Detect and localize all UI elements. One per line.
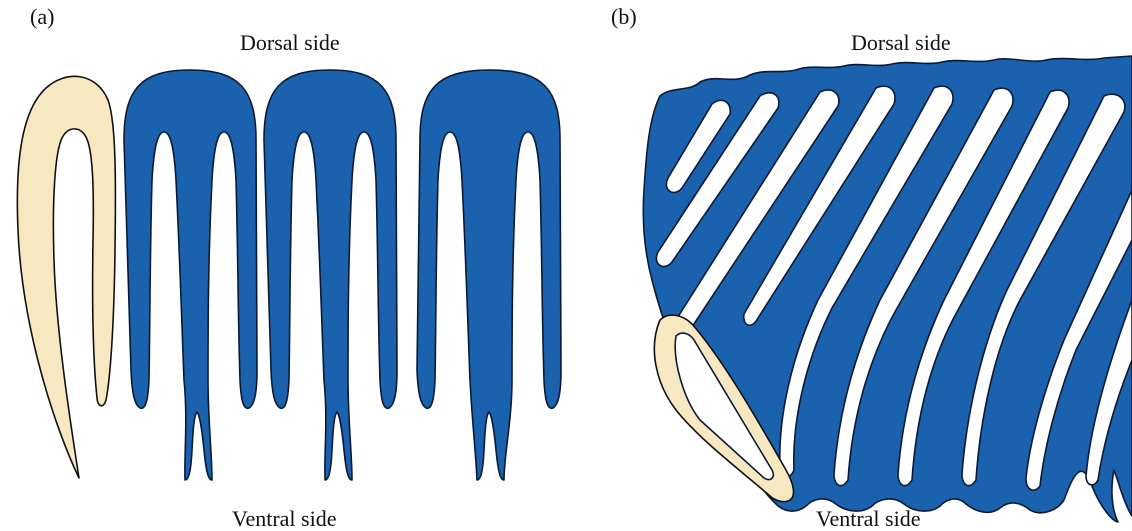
dorsal-side-label-b: Dorsal side [851,32,951,54]
panel-a-letter: (a) [30,6,54,28]
blue-fork-element-a2 [264,70,397,480]
dorsal-side-label-a: Dorsal side [240,32,340,54]
panel-b-letter: (b) [611,6,637,28]
ventral-side-label-b: Ventral side [816,508,920,530]
panel-b-drawing [643,56,1132,522]
blue-fork-element-a3 [417,70,561,480]
panel-a-drawing [17,70,561,480]
blue-fork-element-a1 [124,70,257,480]
ventral-side-label-a: Ventral side [232,508,336,530]
cream-u-element-a [17,76,115,478]
